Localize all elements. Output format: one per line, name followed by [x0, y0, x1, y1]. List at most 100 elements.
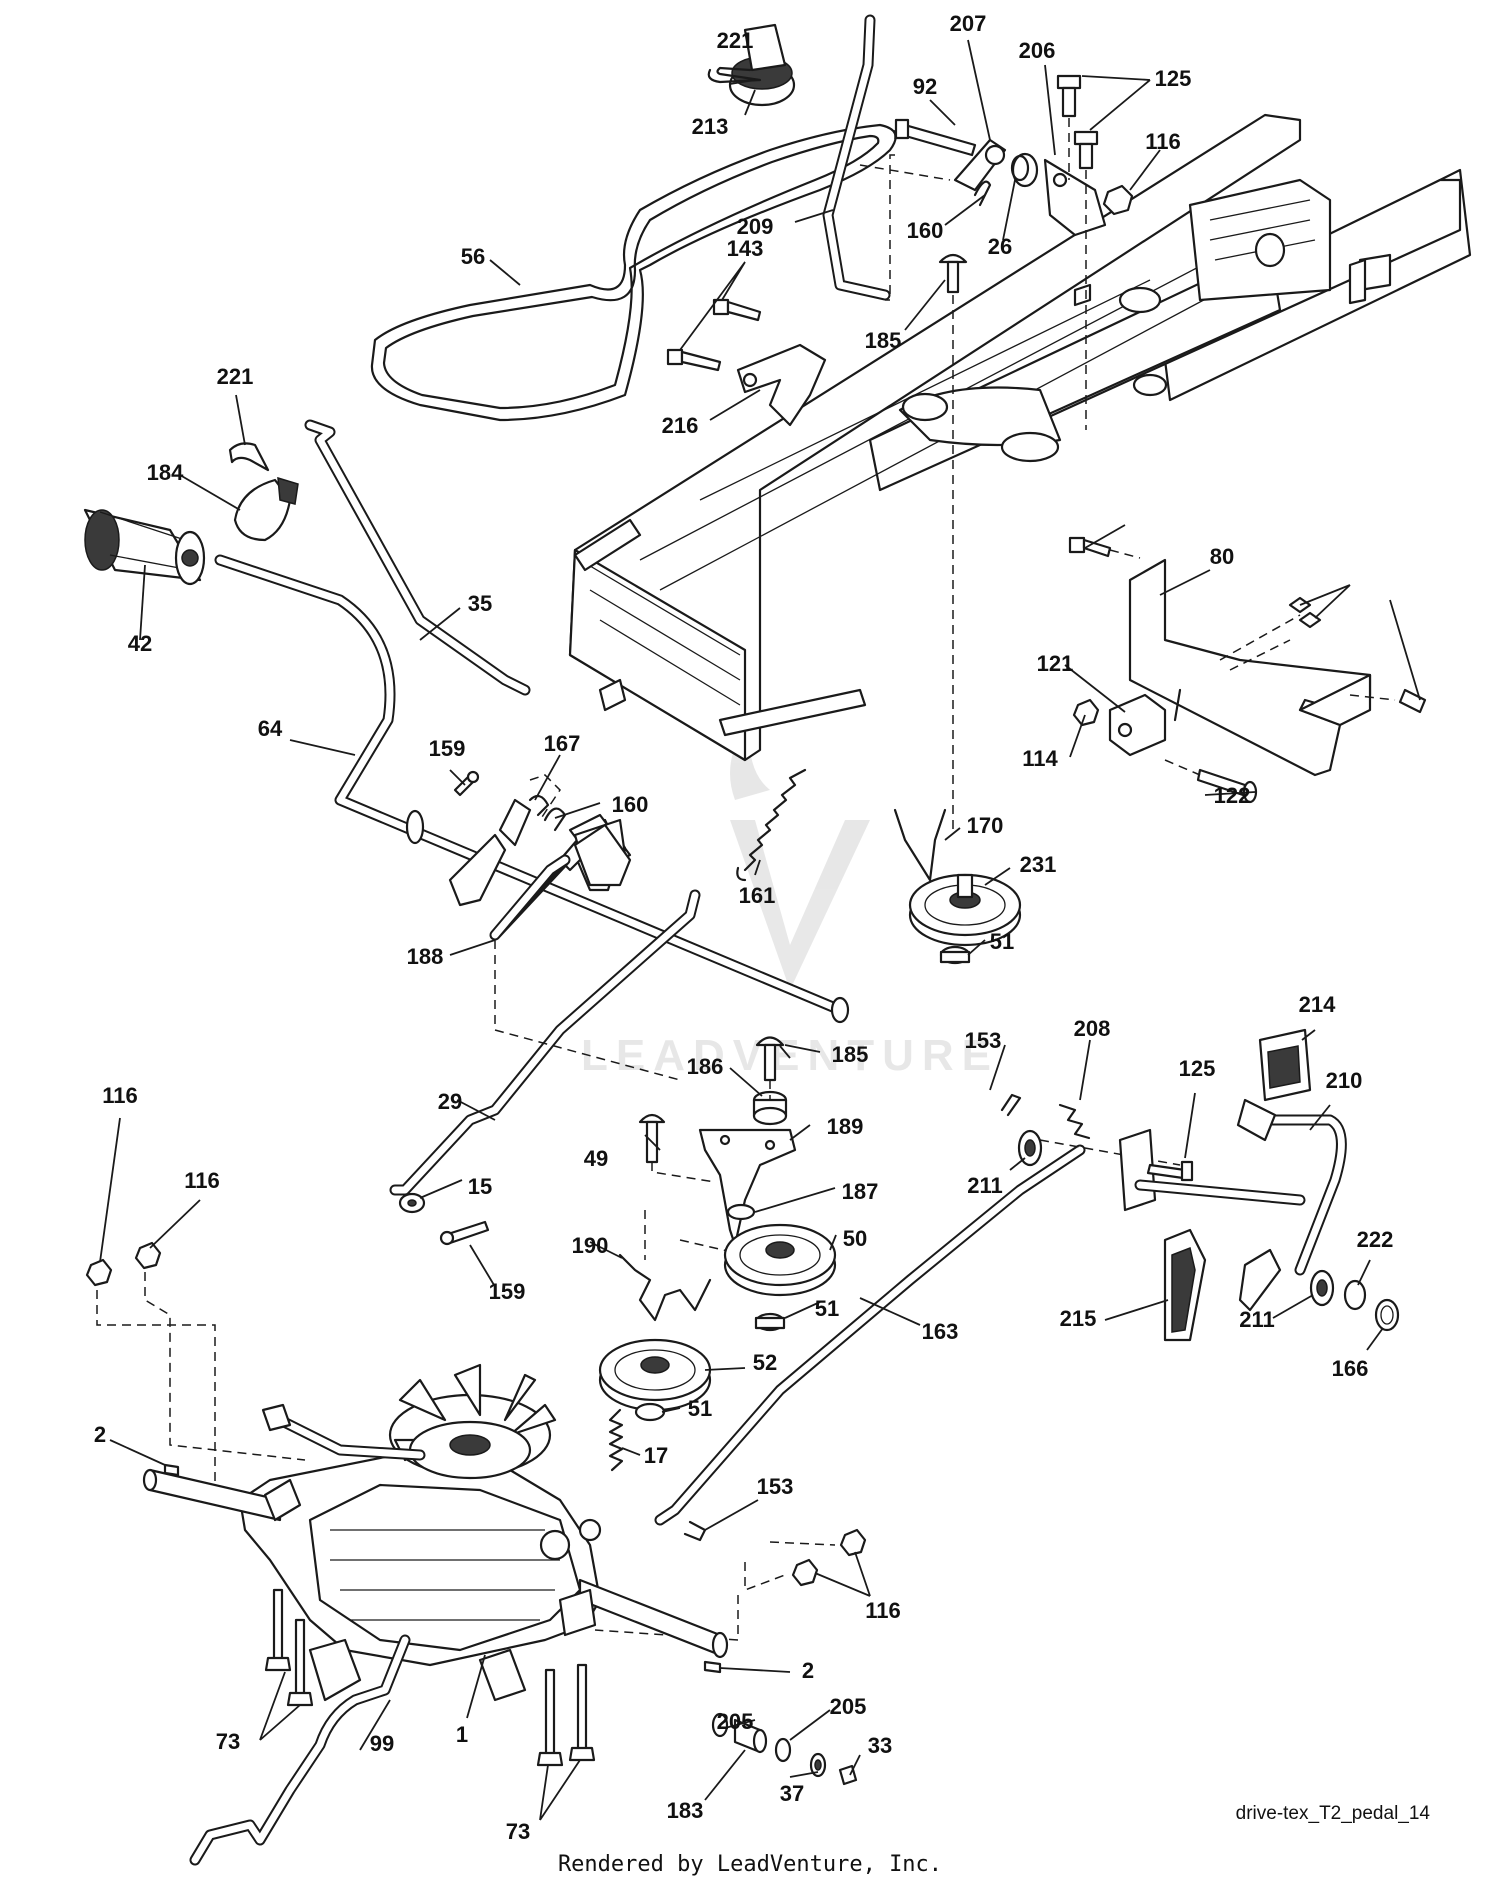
callout-214: 214	[1299, 992, 1336, 1017]
callout-205-left: 205	[717, 1709, 754, 1734]
bushing-205-left	[711, 1712, 729, 1738]
spring-190	[618, 1253, 712, 1322]
callout-209: 209	[737, 214, 774, 239]
pedal-pad-215	[1163, 1228, 1207, 1342]
callout-213: 213	[692, 114, 729, 139]
callout-35: 35	[468, 591, 492, 616]
diagram-code: drive-tex_T2_pedal_14	[1235, 1803, 1430, 1824]
callout-185-mid: 185	[832, 1042, 869, 1067]
callout-2-left: 2	[94, 1422, 106, 1447]
frame-chassis	[568, 113, 1472, 762]
callout-160-top: 160	[907, 218, 944, 243]
spring-170	[893, 808, 947, 882]
screws-143	[666, 298, 762, 372]
callout-33: 33	[868, 1733, 892, 1758]
washer-187	[726, 1203, 756, 1221]
watermark-text: LEADVENTURE	[581, 1031, 999, 1080]
callout-163: 163	[922, 1319, 959, 1344]
spacer-183	[733, 1718, 768, 1754]
callout-125-top: 125	[1155, 66, 1192, 91]
rod-29	[389, 889, 701, 1196]
callout-207: 207	[950, 11, 987, 36]
callout-26: 26	[988, 234, 1012, 259]
rod-188	[489, 854, 571, 941]
callout-187: 187	[842, 1179, 879, 1204]
grip-42	[83, 508, 206, 586]
carriage-bolt-185-top	[938, 253, 968, 294]
nut-116-left-a	[85, 1258, 113, 1287]
bolt-125-cover-top	[1068, 536, 1112, 558]
callout-92: 92	[913, 74, 937, 99]
spring-161	[736, 768, 807, 882]
pin-159-lower	[439, 1220, 490, 1246]
callout-186: 186	[687, 1054, 724, 1079]
bracket-207	[953, 138, 1007, 192]
clip-221-top	[707, 66, 762, 84]
bolts-73-upper	[264, 1588, 314, 1707]
callout-222: 222	[1357, 1227, 1394, 1252]
callout-190: 190	[572, 1233, 609, 1258]
pin-160-top	[973, 180, 992, 207]
callout-159-upper: 159	[429, 736, 466, 761]
callout-153-lower: 153	[757, 1474, 794, 1499]
callout-1: 1	[456, 1722, 468, 1747]
callout-210: 210	[1326, 1068, 1363, 1093]
callout-125-pedal: 125	[1179, 1056, 1216, 1081]
callout-116-right: 116	[865, 1598, 901, 1623]
callout-211-left: 211	[967, 1173, 1003, 1198]
transaxle-1	[142, 1363, 729, 1702]
bushing-205-right	[774, 1737, 792, 1763]
callout-114: 114	[1022, 746, 1058, 771]
callout-51-lower: 51	[688, 1396, 712, 1421]
clip-153-lower	[683, 1520, 707, 1542]
bracket-216	[736, 343, 827, 427]
washer-166	[1374, 1298, 1400, 1332]
clip-167	[528, 794, 550, 817]
pin-160-mid	[543, 807, 567, 832]
callout-189: 189	[827, 1114, 864, 1139]
washer-37	[809, 1752, 827, 1778]
pulley-231	[908, 873, 1022, 947]
callout-29: 29	[438, 1089, 462, 1114]
callout-170: 170	[967, 813, 1004, 838]
lever-shaft-64	[214, 554, 850, 1024]
footer-credit: Rendered by LeadVenture, Inc.	[557, 1852, 943, 1877]
bolt-125-pedal	[1146, 1160, 1194, 1182]
nut-116-left-b	[134, 1241, 162, 1270]
callout-184: 184	[147, 460, 184, 485]
callout-167: 167	[544, 731, 581, 756]
callout-166: 166	[1332, 1356, 1369, 1381]
callout-153-upper: 153	[965, 1028, 1002, 1053]
callout-2-right: 2	[802, 1658, 814, 1683]
callout-159-lower: 159	[489, 1279, 526, 1304]
clip-221-left	[228, 442, 270, 472]
callout-52: 52	[753, 1350, 777, 1375]
callout-56: 56	[461, 244, 485, 269]
lift-rod-209	[822, 14, 891, 301]
callout-73-lower: 73	[506, 1819, 530, 1844]
callout-37: 37	[780, 1781, 804, 1806]
bushing-211-left	[1017, 1129, 1043, 1167]
bushing-211-right	[1309, 1269, 1335, 1307]
nut-116-right-a	[839, 1528, 867, 1557]
callout-50: 50	[843, 1226, 867, 1251]
callout-15: 15	[468, 1174, 492, 1199]
pedal-plate	[573, 823, 632, 887]
callout-116-left-b: 116	[184, 1168, 220, 1193]
callout-208: 208	[1074, 1016, 1111, 1041]
callout-215: 215	[1060, 1306, 1097, 1331]
washer-222	[1343, 1279, 1367, 1311]
cover-80	[1128, 558, 1372, 777]
callout-221-left: 221	[217, 364, 254, 389]
callout-99: 99	[370, 1731, 394, 1756]
callout-143: 143	[727, 236, 764, 261]
cap-184	[233, 476, 299, 542]
key-2-right	[703, 1660, 722, 1674]
callout-labels: 221 213 209 207 92 206 125 116 160 26 56…	[94, 11, 1393, 1844]
spring-17	[608, 1408, 624, 1472]
callout-211-right: 211	[1239, 1307, 1275, 1332]
nut-51-mid	[754, 1312, 786, 1332]
callout-51-upper: 51	[990, 929, 1014, 954]
nut-116-right-b	[791, 1558, 819, 1587]
